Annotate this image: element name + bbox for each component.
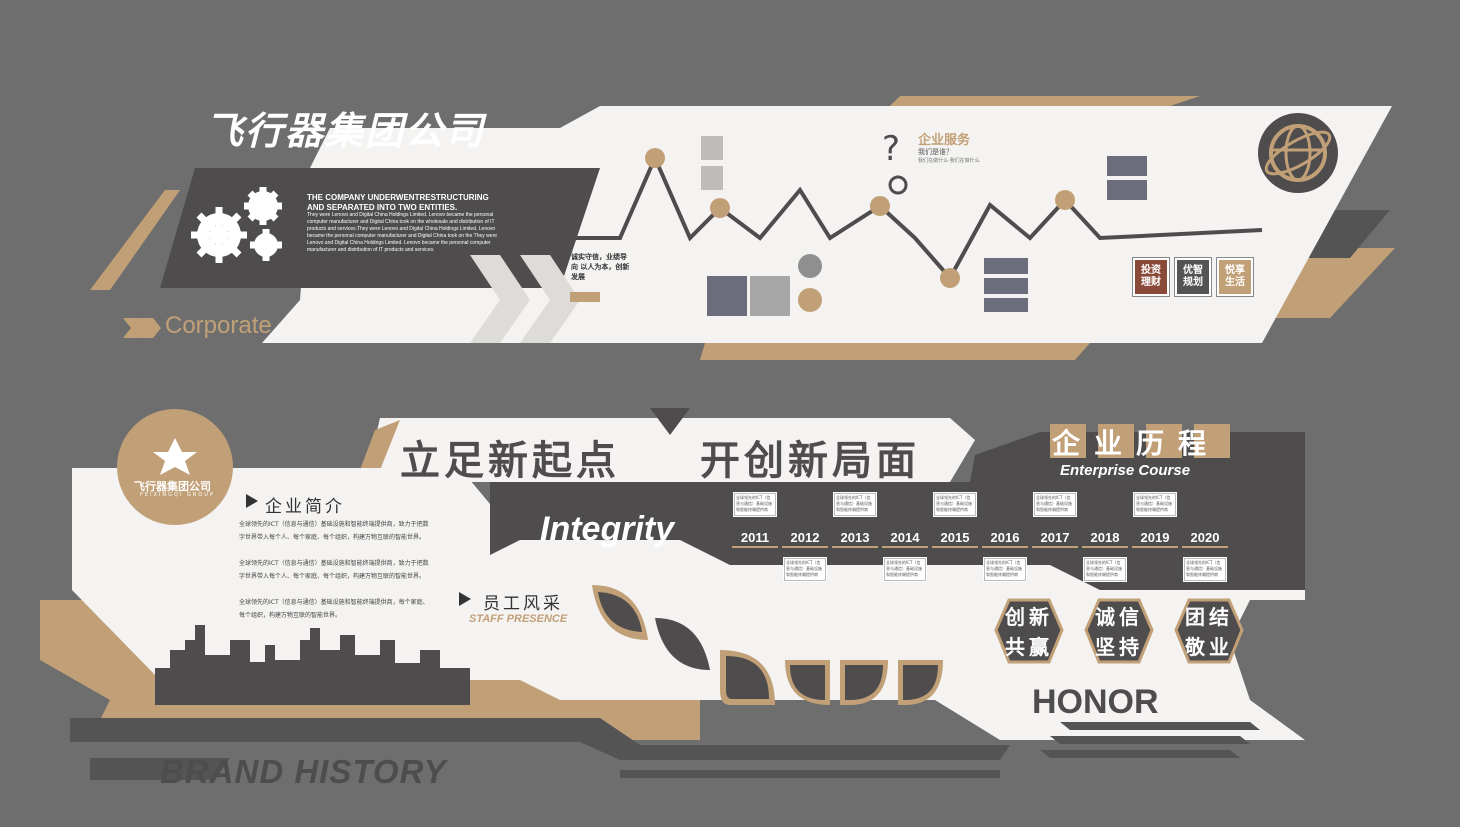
company-title: 飞行器集团公司 [205, 109, 486, 153]
tile-plan[interactable]: 优智 规划 [1175, 258, 1211, 296]
value-3-line-2: 敬业 [1185, 635, 1233, 659]
timeline-note: 全球领先的ICT（信息与通信）基础设施和智能终端提供商 [733, 492, 777, 517]
staff-subtitle: STAFF PRESENCE [469, 613, 568, 625]
banner-left: 立足新起点 [400, 437, 620, 484]
year-2013[interactable]: 2013 [832, 530, 878, 548]
tile-life[interactable]: 悦享 生活 [1217, 258, 1253, 296]
tile-invest[interactable]: 投资 理财 [1133, 258, 1169, 296]
value-1-line-2: 共赢 [1005, 635, 1053, 659]
timeline-note: 全球领先的ICT（信息与通信）基础设施和智能终端提供商 [833, 492, 877, 517]
intro-body: They were Lenovo and Digital China Holdi… [307, 212, 498, 253]
intro-para-1: 全球领先的ICT（信息与通信）基础设施和智能终端提供商，致力于把数字世界带入每个… [239, 521, 429, 541]
year-2014[interactable]: 2014 [882, 530, 928, 548]
intro-heading: THE COMPANY UNDERWENTRESTRUCTURING AND S… [307, 193, 489, 212]
intro-title: 企业简介 [265, 497, 345, 517]
timeline-note: 全球领先的ICT（信息与通信）基础设施和智能终端提供商 [1183, 557, 1227, 582]
integrity-label: Integrity [540, 510, 675, 548]
intro-para-3: 全球领先的ICT（信息与通信）基础设施和智能终端提供商，每个家庭、每个组织，构建… [239, 599, 429, 619]
timeline-note: 全球领先的ICT（信息与通信）基础设施和智能终端提供商 [933, 492, 977, 517]
svg-text:?: ? [882, 129, 900, 169]
year-2017[interactable]: 2017 [1032, 530, 1078, 548]
slogan: 诚实守信，业绩导向 以人为本，创新发展 [571, 253, 630, 281]
year-2015[interactable]: 2015 [932, 530, 978, 548]
year-2018[interactable]: 2018 [1082, 530, 1128, 548]
year-2020[interactable]: 2020 [1182, 530, 1228, 548]
course-subtitle: Enterprise Course [1060, 462, 1191, 479]
course-title: 企业历程 [1052, 427, 1221, 460]
staff-title: 员工风采 [483, 594, 563, 614]
value-2-line-2: 坚持 [1095, 635, 1143, 659]
timeline-note: 全球领先的ICT（信息与通信）基础设施和智能终端提供商 [983, 557, 1027, 582]
timeline-note: 全球领先的ICT（信息与通信）基础设施和智能终端提供商 [1083, 557, 1127, 582]
timeline-note: 全球领先的ICT（信息与通信）基础设施和智能终端提供商 [783, 557, 827, 582]
service-title: 企业服务 [918, 133, 971, 148]
year-2019[interactable]: 2019 [1132, 530, 1178, 548]
year-2012[interactable]: 2012 [782, 530, 828, 548]
banner-right: 开创新局面 [700, 437, 920, 484]
service-subtitle: 我们是谁？ [918, 148, 953, 156]
intro-para-2: 全球领先的ICT（信息与通信）基础设施和智能终端提供商，致力于把数字世界带入每个… [239, 560, 429, 580]
honor-label: HONOR [1032, 683, 1159, 721]
year-2016[interactable]: 2016 [982, 530, 1028, 548]
brand-history: BRAND HISTORY [160, 753, 447, 790]
value-1-line-1: 创新 [1005, 605, 1053, 629]
timeline-note: 全球领先的ICT（信息与通信）基础设施和智能终端提供商 [1033, 492, 1077, 517]
timeline-note: 全球领先的ICT（信息与通信）基础设施和智能终端提供商 [883, 557, 927, 582]
timeline-note: 全球领先的ICT（信息与通信）基础设施和智能终端提供商 [1133, 492, 1177, 517]
service-subtitle-2: 我们在做什么·我们在做什么 [918, 158, 980, 164]
value-2-line-1: 诚信 [1095, 605, 1143, 629]
year-2011[interactable]: 2011 [732, 530, 778, 548]
logo-name: 飞行器集团公司 [134, 480, 211, 493]
logo-sub: FEIXINGQI GROUP [140, 492, 215, 498]
value-3-line-1: 团结 [1185, 605, 1233, 629]
corporate-label: Corporate [165, 312, 272, 339]
